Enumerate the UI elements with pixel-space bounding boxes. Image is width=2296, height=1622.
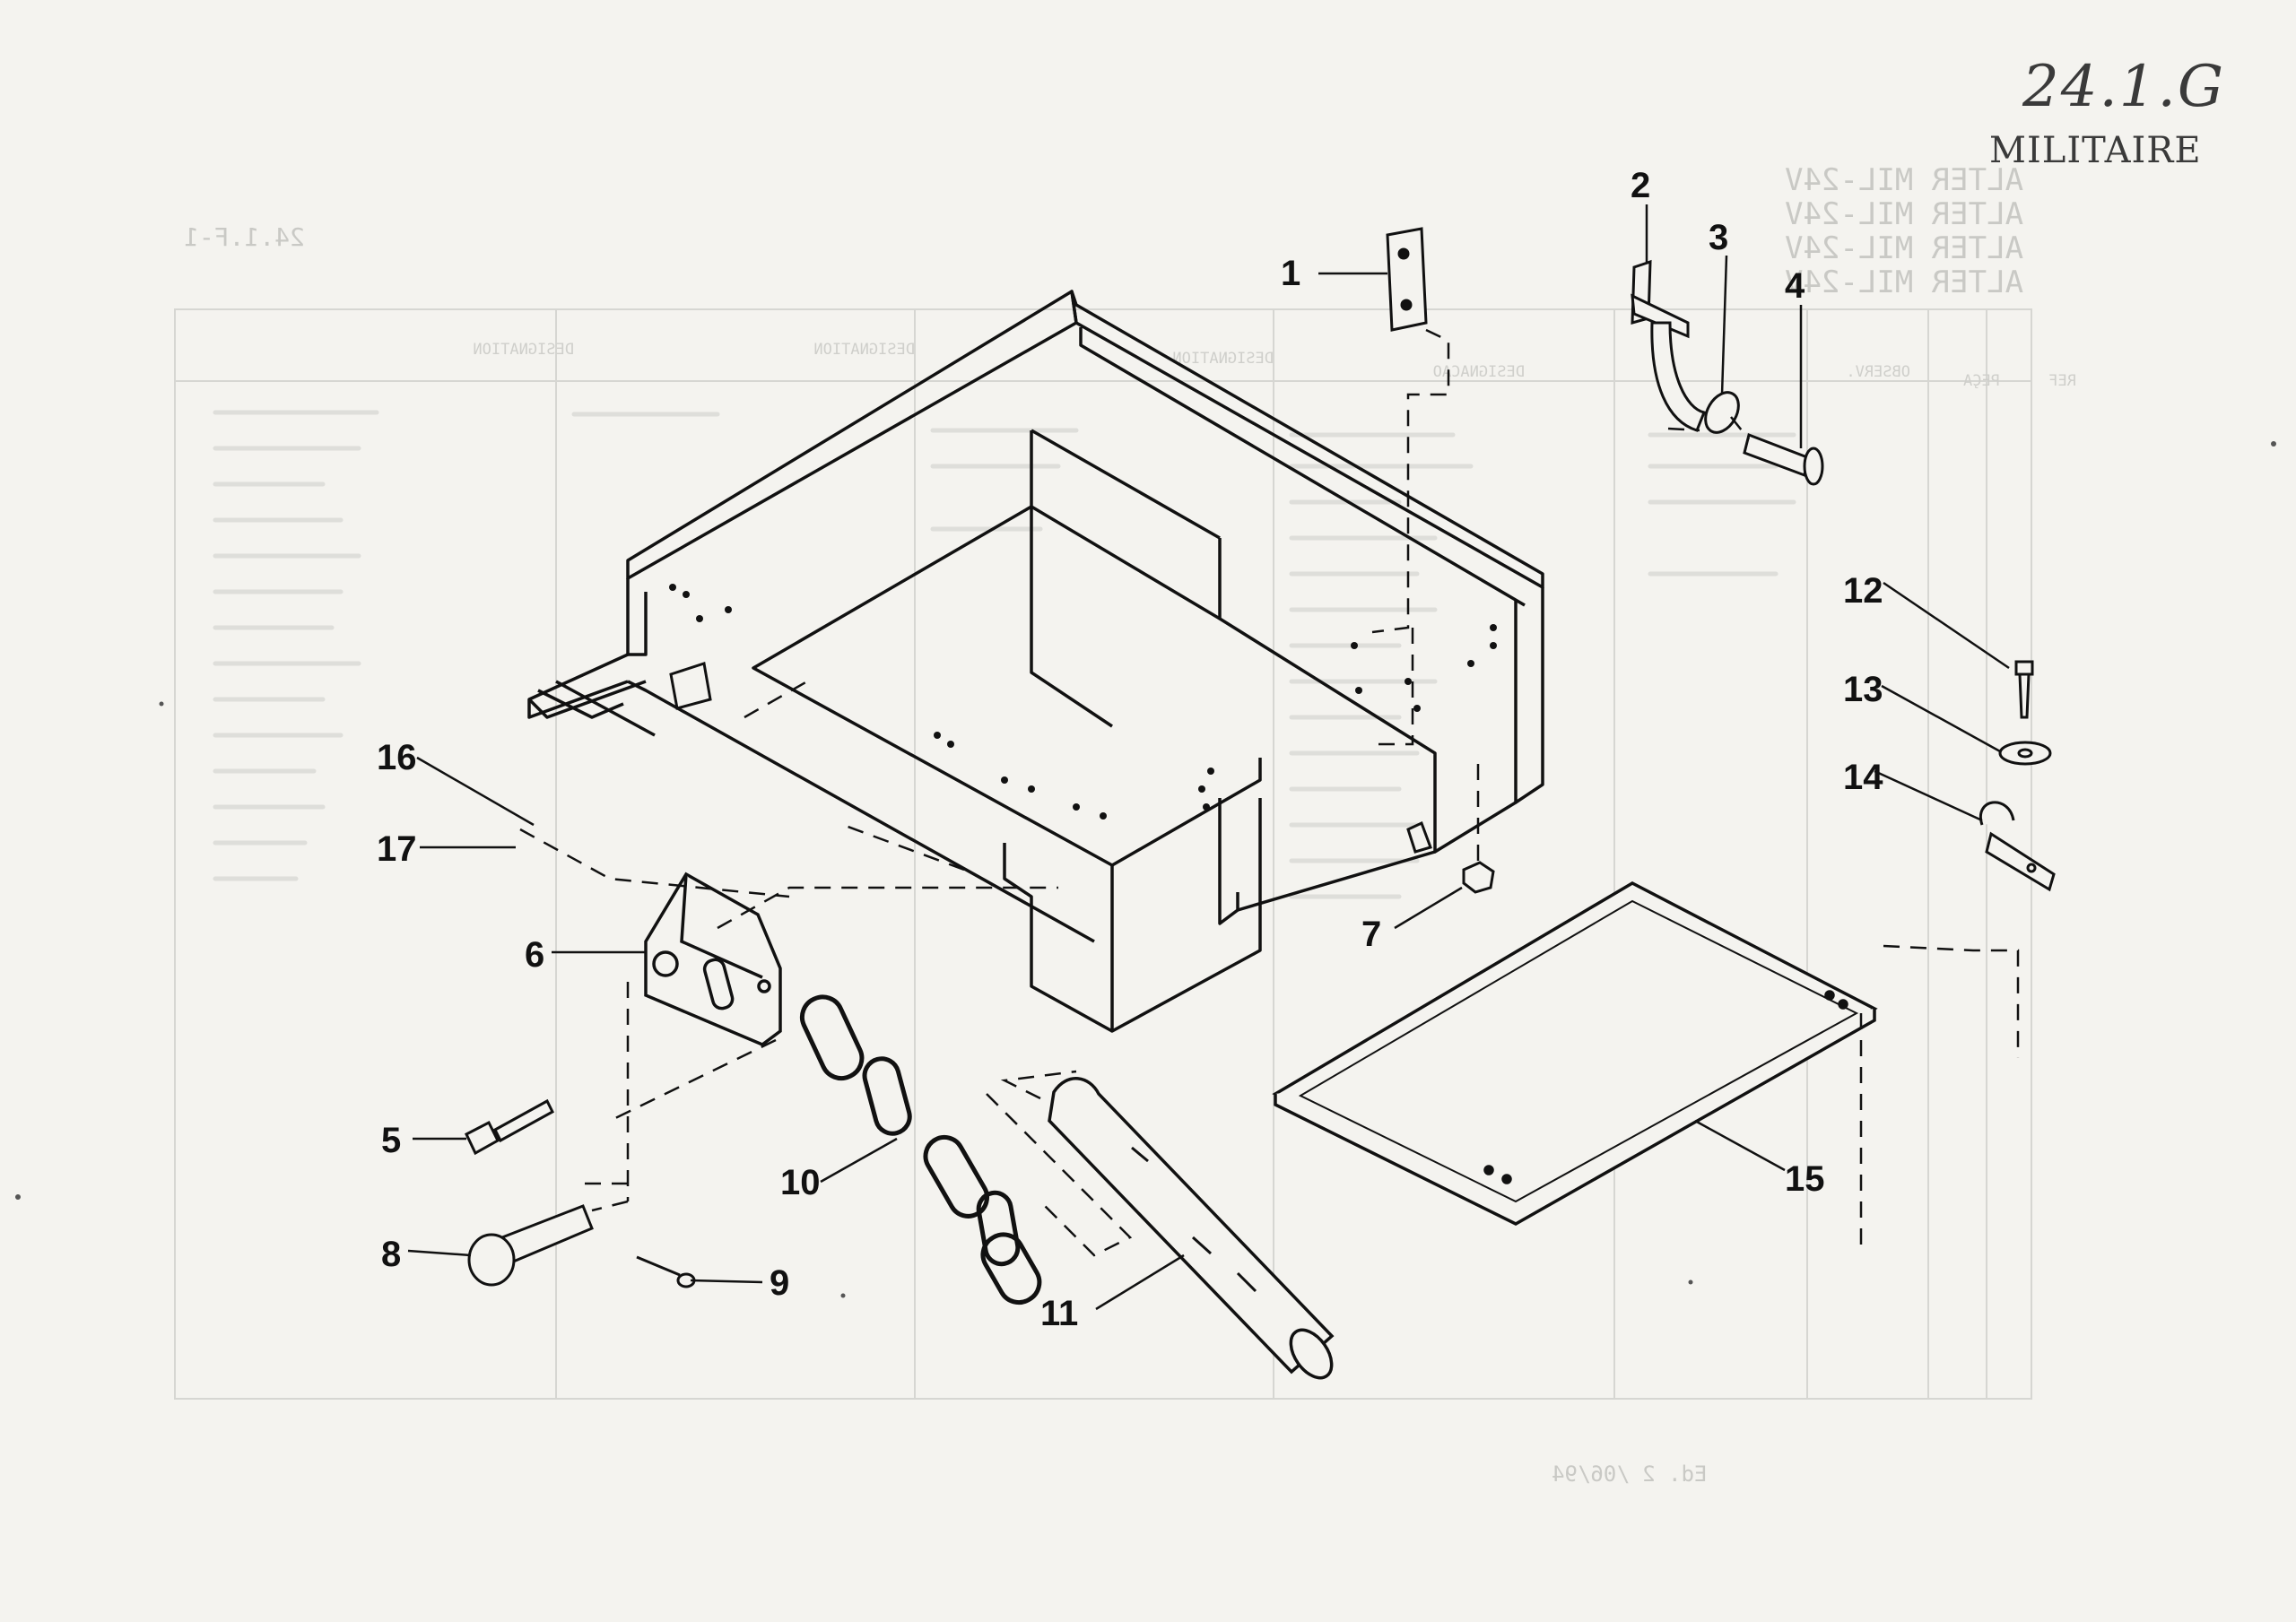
callout-6: 6 [525, 935, 544, 975]
callout-17: 17 [377, 829, 417, 869]
page-subtitle: MILITAIRE [1989, 130, 2202, 171]
ghost-header: OBSERV. [1846, 363, 1910, 381]
callout-7: 7 [1361, 915, 1381, 954]
part-4-bolt [1743, 432, 1824, 486]
part-1-bracket [1386, 227, 1428, 332]
paper-specks [15, 441, 2276, 1298]
ghost-header: DESIGNATION [473, 341, 574, 359]
leader-3 [1720, 255, 1728, 395]
callout-1: 1 [1281, 254, 1300, 293]
tow-bracket-plate [669, 662, 712, 710]
ghost-table-grid [174, 308, 2032, 1400]
part-14-hook [1979, 801, 2056, 892]
callout-15: 15 [1785, 1159, 1825, 1199]
ghost-header: DESIGNATION [1172, 350, 1274, 368]
ghost-table-rows [213, 410, 1796, 899]
callout-10: 10 [780, 1163, 821, 1202]
callout-8: 8 [381, 1235, 401, 1274]
leader-16 [416, 756, 535, 827]
part-11-tow-bar [1048, 1077, 1335, 1380]
part-9-cotter-pin [636, 1255, 696, 1288]
part-12-screw [2014, 660, 2034, 719]
leader-8 [407, 1249, 472, 1257]
leader-11 [1095, 1253, 1185, 1311]
leader-15 [1694, 1119, 1786, 1172]
callout-14: 14 [1843, 758, 1883, 797]
ghost-header: DESIGNATION [813, 341, 915, 359]
leader-14 [1874, 769, 1983, 822]
assembly-dashed-lines [519, 328, 2020, 1257]
rail-bracket [1406, 820, 1432, 854]
ghost-header: REF [2048, 372, 2076, 390]
ghost-header: DESIGNACAO [1433, 363, 1525, 381]
part-5-bolt [465, 1098, 554, 1156]
part-7-nut [1462, 861, 1495, 894]
rear-bumper-frame [527, 290, 1544, 1033]
callout-numbers: 1 2 3 4 5 6 7 8 9 10 11 12 13 14 15 16 1… [377, 166, 1883, 1333]
leader-9 [690, 1279, 763, 1284]
leader-7 [1394, 886, 1463, 930]
leader-10 [820, 1137, 898, 1184]
part-13-washer [1998, 741, 2052, 766]
part-2-latch [1631, 259, 1707, 432]
leader-12 [1883, 581, 2010, 670]
leader-13 [1881, 684, 2001, 753]
callout-16: 16 [377, 738, 417, 777]
callout-13: 13 [1843, 670, 1883, 709]
callout-11: 11 [1040, 1294, 1078, 1333]
ghost-header: PEÇA [1963, 372, 2000, 390]
callout-2: 2 [1631, 166, 1650, 205]
page-reference: 24.1.G [2022, 54, 2225, 120]
part-15-plate [1272, 881, 1878, 1226]
callout-3: 3 [1709, 218, 1728, 257]
part-8-pin [467, 1204, 594, 1287]
ghost-column-headers: DESIGNATION DESIGNATION DESIGNATION DESI… [473, 341, 2076, 390]
callout-4: 4 [1785, 266, 1805, 306]
callout-9: 9 [770, 1263, 789, 1303]
callout-leader-lines [407, 204, 2010, 1311]
callout-5: 5 [381, 1121, 401, 1160]
part-6-tow-block [644, 872, 782, 1047]
callout-12: 12 [1843, 571, 1883, 611]
frame-mounting-holes [669, 584, 1497, 820]
part-10-chain [799, 994, 1042, 1305]
